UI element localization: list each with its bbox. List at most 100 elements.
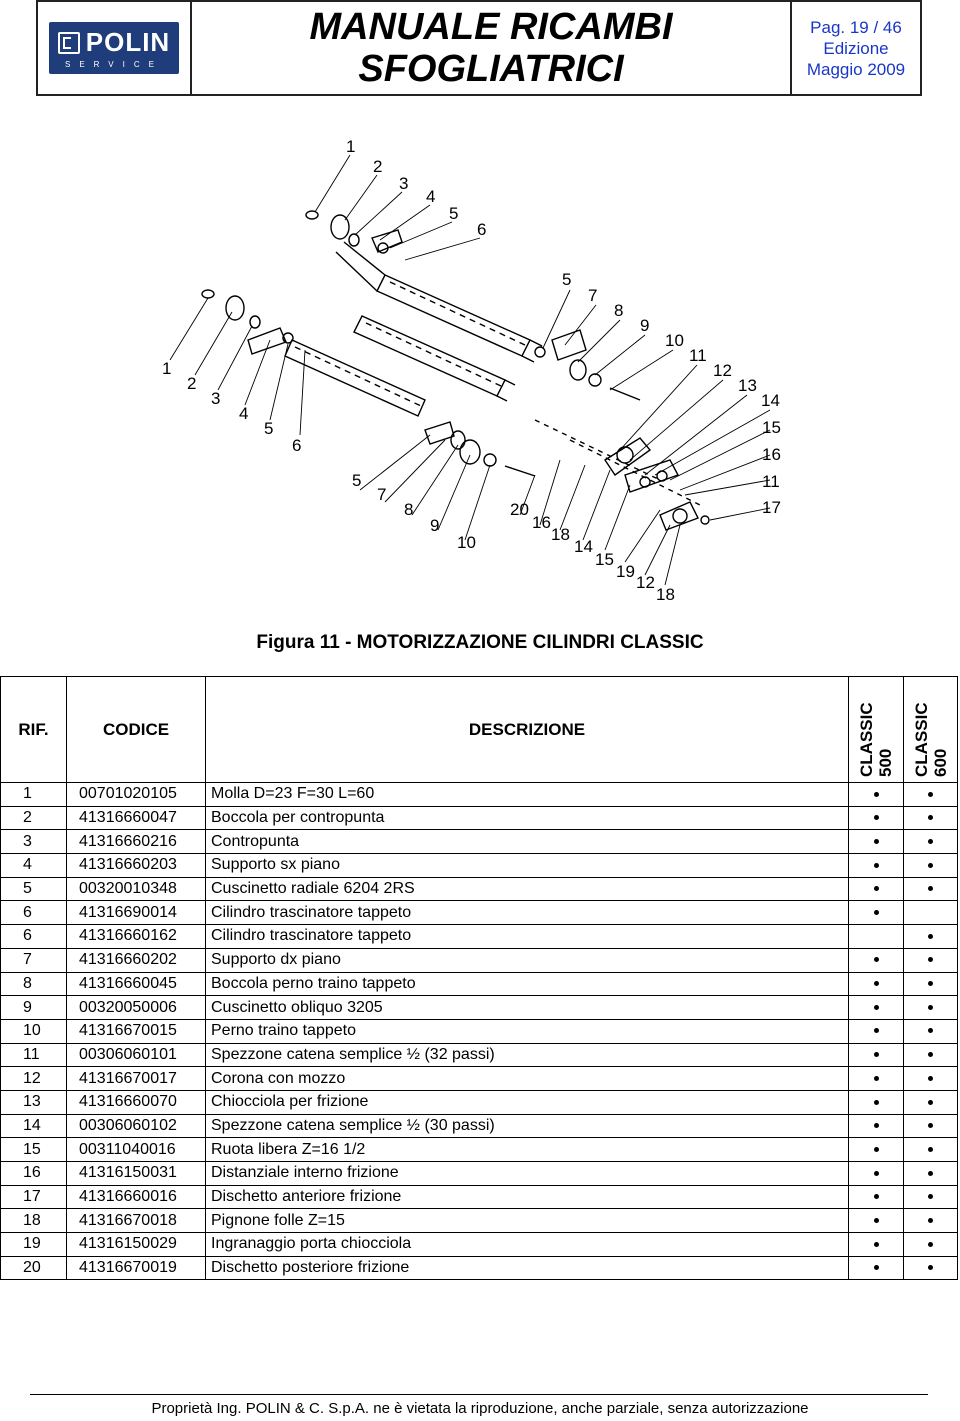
classic600-cell — [903, 924, 958, 949]
callout: 1 — [346, 137, 355, 156]
classic600-cell — [903, 782, 958, 807]
description-cell: Cilindro trascinatore tappeto — [205, 924, 849, 949]
classic600-cell — [903, 853, 958, 878]
classic500-cell — [848, 1232, 904, 1257]
callout: 14 — [761, 391, 780, 410]
callout: 5 — [352, 471, 361, 490]
applicable-bullet-icon — [928, 815, 933, 821]
ref-cell: 13 — [0, 1089, 67, 1115]
classic500-cell — [848, 971, 904, 997]
document-title: MANUALE RICAMBI SFOGLIATRICI — [192, 2, 792, 94]
ref-cell: 10 — [0, 1018, 67, 1044]
code-cell: 00320010348 — [66, 876, 206, 902]
classic500-cell — [848, 853, 904, 878]
applicable-bullet-icon — [928, 791, 933, 797]
callout: 2 — [187, 374, 196, 393]
classic600-cell — [903, 1184, 958, 1210]
code-cell: 41316670017 — [66, 1066, 206, 1091]
applicable-bullet-icon — [928, 1146, 933, 1152]
logo-cell: POLIN SERVICE — [38, 2, 192, 94]
callout: 9 — [640, 316, 649, 335]
callout: 7 — [377, 485, 386, 504]
callout: 10 — [665, 331, 684, 350]
classic600-cell — [903, 805, 958, 831]
classic600-cell — [903, 947, 958, 973]
classic600-cell — [903, 900, 958, 926]
description-cell: Cilindro trascinatore tappeto — [205, 900, 849, 926]
code-cell: 00320050006 — [66, 995, 206, 1020]
bottom-roller — [284, 339, 426, 417]
ref-cell: 19 — [0, 1232, 67, 1257]
description-cell: Ingranaggio porta chiocciola — [205, 1232, 849, 1257]
description-cell: Distanziale interno frizione — [205, 1161, 849, 1186]
description-cell: Chiocciola per frizione — [205, 1089, 849, 1115]
classic600-cell — [903, 971, 958, 997]
header-classic500: CLASSIC 500 — [848, 676, 904, 783]
callout: 1 — [162, 359, 171, 378]
ref-cell: 3 — [0, 829, 67, 855]
code-cell: 41316150031 — [66, 1161, 206, 1186]
classic500-cell — [848, 1137, 904, 1162]
ref-cell: 18 — [0, 1208, 67, 1234]
lower-left-parts — [201, 289, 294, 355]
classic500-cell — [848, 995, 904, 1020]
page-meta: Pag. 19 / 46 Edizione Maggio 2009 — [792, 2, 920, 94]
applicable-bullet-icon — [873, 1146, 879, 1152]
description-cell: Cuscinetto obliquo 3205 — [205, 995, 849, 1020]
applicable-bullet-icon — [873, 1004, 879, 1010]
classic500-cell — [848, 1113, 904, 1139]
classic500-cell — [848, 1018, 904, 1044]
ref-cell: 12 — [0, 1066, 67, 1091]
upper-right-parts — [534, 329, 641, 401]
code-cell: 00306060102 — [66, 1113, 206, 1139]
classic600-cell — [903, 1018, 958, 1044]
callout: 4 — [239, 404, 248, 423]
code-cell: 41316660203 — [66, 853, 206, 878]
callout: 17 — [762, 498, 781, 517]
description-cell: Spezzone catena semplice ½ (32 passi) — [205, 1042, 849, 1068]
description-cell: Supporto sx piano — [205, 853, 849, 878]
callout: 15 — [595, 550, 614, 569]
logo-subtitle: SERVICE — [65, 60, 163, 69]
classic500-cell — [848, 1161, 904, 1186]
applicable-bullet-icon — [873, 1123, 879, 1129]
applicable-bullet-icon — [928, 1194, 933, 1200]
description-cell: Spezzone catena semplice ½ (30 passi) — [205, 1113, 849, 1139]
applicable-bullet-icon — [873, 957, 879, 963]
callout: 19 — [616, 562, 635, 581]
description-cell: Cuscinetto radiale 6204 2RS — [205, 876, 849, 902]
description-cell: Boccola per contropunta — [205, 805, 849, 831]
figure-caption: Figura 11 - MOTORIZZAZIONE CILINDRI CLAS… — [256, 632, 704, 653]
callout: 5 — [264, 419, 273, 438]
lower-right-parts — [424, 421, 536, 477]
callout: 5 — [562, 270, 571, 289]
code-cell: 41316150029 — [66, 1232, 206, 1257]
classic500-cell — [848, 1042, 904, 1068]
callout: 9 — [430, 516, 439, 535]
code-cell: 41316660202 — [66, 947, 206, 973]
classic500-cell — [848, 1066, 904, 1091]
ref-cell: 5 — [0, 876, 67, 902]
description-cell: Perno traino tappeto — [205, 1018, 849, 1044]
applicable-bullet-icon — [928, 1217, 933, 1223]
applicable-bullet-icon — [928, 933, 933, 939]
applicable-bullet-icon — [928, 886, 933, 892]
ref-cell: 9 — [0, 995, 67, 1020]
description-cell: Contropunta — [205, 829, 849, 855]
callout: 5 — [449, 204, 458, 223]
callout: 13 — [738, 376, 757, 395]
title-line-2: SFOGLIATRICI — [358, 48, 624, 90]
classic600-cell — [903, 1208, 958, 1234]
applicable-bullet-icon — [873, 1194, 879, 1200]
code-cell: 00306060101 — [66, 1042, 206, 1068]
applicable-bullet-icon — [873, 1028, 879, 1034]
code-cell: 41316660016 — [66, 1184, 206, 1210]
